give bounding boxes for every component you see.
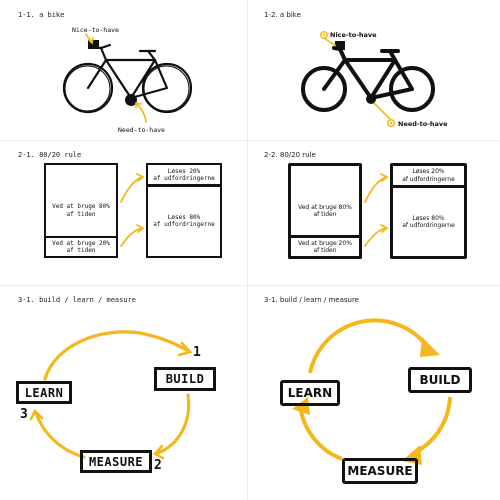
bike-sketch-drawing — [62, 33, 193, 123]
solves-20-box: Løses 20% af udfordringerne — [146, 163, 222, 187]
rule-sketch-arrows — [120, 173, 145, 247]
measure-step: MEASURE — [342, 458, 418, 484]
build-step: BUILD — [408, 367, 472, 393]
panel-bike-sketch: 1-1. a bike Nice-to-have Need-to-have — [0, 0, 250, 145]
time-20-box: Ved at bruge 20% af tiden — [288, 235, 362, 259]
row-divider-1 — [0, 140, 500, 141]
need-to-have-label: Need-to-have — [118, 126, 165, 134]
panel-blm-clean: 3-1. build / learn / measure BUILD LEARN… — [250, 285, 500, 500]
chainring-icon — [366, 94, 376, 104]
learn-step: LEARN — [16, 381, 72, 404]
panel-bike-clean: 1-2. a bike Nice-to-have Need-to-have — [250, 0, 500, 145]
panel-title: 3-1. build / learn / measure — [264, 296, 359, 304]
blm-clean-cycle — [292, 318, 452, 465]
measure-step: MEASURE — [80, 450, 152, 473]
panel-blm-sketch: 3-1. build / learn / measure BUILD LEARN… — [0, 285, 250, 500]
rule-clean-arrows — [364, 173, 389, 247]
panel-title: 1-2. a bike — [264, 11, 301, 19]
build-step: BUILD — [154, 367, 216, 391]
panel-rule-clean: 2-2. 80/20 rule Ved at bruge 80% af tide… — [250, 140, 500, 285]
solves-80-box: Løses 80% af udfordringerne — [390, 185, 467, 259]
step-number-1: 1 — [193, 345, 201, 360]
solves-80-box: Løses 80% af udfordringerne — [146, 184, 222, 258]
blm-sketch-cycle — [29, 330, 193, 460]
panel-title: 1-1. a bike — [18, 11, 65, 19]
panel-title: 3-1. build / learn / measure — [18, 296, 137, 304]
panel-rule-sketch: 2-1. 80/20 rule Ved at bruge 80% af tide… — [0, 140, 250, 285]
panel-title: 2-2. 80/20 rule — [264, 151, 316, 159]
learn-step: LEARN — [280, 380, 340, 406]
bell-icon — [88, 40, 99, 49]
bell-icon — [335, 41, 345, 50]
panel-title: 2-1. 80/20 rule — [18, 151, 82, 159]
nice-to-have-label: Nice-to-have — [72, 26, 119, 34]
nice-to-have-label: Nice-to-have — [330, 31, 377, 39]
need-arrow — [136, 103, 147, 123]
vertical-divider — [247, 0, 248, 500]
row-divider-2 — [0, 285, 500, 286]
need-to-have-label: Need-to-have — [398, 120, 448, 128]
step-number-3: 3 — [20, 407, 28, 422]
bike-clean-drawing — [301, 30, 435, 128]
time-20-box: Ved at bruge 20% af tiden — [44, 236, 118, 258]
step-number-2: 2 — [154, 458, 162, 473]
chainring-icon — [125, 94, 137, 106]
